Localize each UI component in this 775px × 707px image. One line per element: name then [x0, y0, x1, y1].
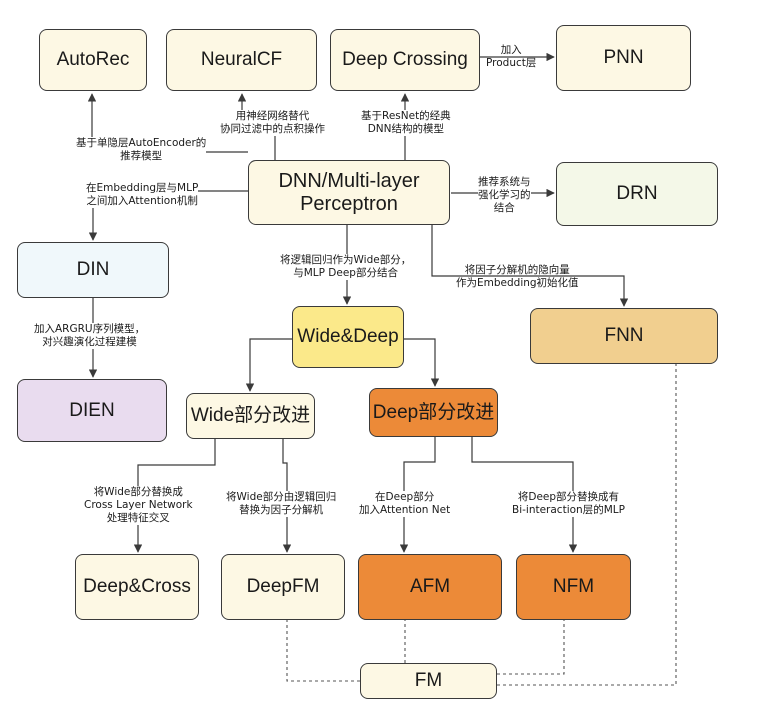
node-autorec[interactable]: AutoRec [39, 29, 147, 91]
node-neuralcf[interactable]: NeuralCF [166, 29, 317, 91]
node-dnn[interactable]: DNN/Multi-layer Perceptron [248, 160, 450, 225]
node-deep-cross[interactable]: Deep&Cross [75, 554, 199, 620]
label-to-deepfm: 将Wide部分由逻辑回归 替换为因子分解机 [226, 491, 337, 518]
node-pnn[interactable]: PNN [556, 25, 691, 91]
fm-link-fnn [497, 364, 677, 686]
label-to-drn: 推荐系统与 强化学习的 结合 [478, 176, 531, 216]
edge-to-deep-improve [402, 338, 440, 387]
node-wide-deep[interactable]: Wide&Deep [292, 306, 404, 368]
fm-link-nfm [497, 620, 565, 675]
label-to-deep-cross: 将Wide部分替换成 Cross Layer Network 处理特征交叉 [84, 486, 193, 526]
label-to-pnn: 加入 Product层 [486, 44, 537, 70]
node-fnn[interactable]: FNN [530, 308, 718, 364]
label-to-dien: 加入ARGRU序列模型， 对兴趣演化过程建模 [34, 323, 146, 350]
label-to-wide-deep: 将逻辑回归作为Wide部分， 与MLP Deep部分结合 [280, 254, 412, 281]
label-to-din: 在Embedding层与MLP 之间加入Attention机制 [86, 182, 199, 209]
fm-link-deepfm [286, 620, 360, 682]
node-afm[interactable]: AFM [358, 554, 502, 620]
label-to-afm: 在Deep部分 加入Attention Net [359, 491, 451, 518]
label-to-autorec: 基于单隐层AutoEncoder的 推荐模型 [76, 137, 207, 164]
node-deepfm[interactable]: DeepFM [221, 554, 345, 620]
node-fm[interactable]: FM [360, 663, 497, 699]
label-to-fnn: 将因子分解机的隐向量 作为Embedding初始化值 [456, 264, 579, 290]
node-nfm[interactable]: NFM [516, 554, 631, 620]
node-drn[interactable]: DRN [556, 162, 718, 226]
node-deep-improve[interactable]: Deep部分改进 [369, 388, 498, 437]
node-wide-improve[interactable]: Wide部分改进 [186, 393, 315, 439]
edge-to-fnn [431, 225, 629, 307]
label-to-nfm: 将Deep部分替换成有 Bi-interaction层的MLP [512, 491, 625, 518]
node-deep-crossing[interactable]: Deep Crossing [330, 29, 480, 91]
node-din[interactable]: DIN [17, 242, 169, 298]
node-dien[interactable]: DIEN [17, 379, 167, 442]
label-to-neuralcf: 用神经网络替代 协同过滤中的点积操作 [220, 110, 325, 137]
edge-to-wide-improve [245, 338, 292, 392]
label-to-deep-crossing: 基于ResNet的经典 DNN结构的模型 [361, 110, 451, 137]
